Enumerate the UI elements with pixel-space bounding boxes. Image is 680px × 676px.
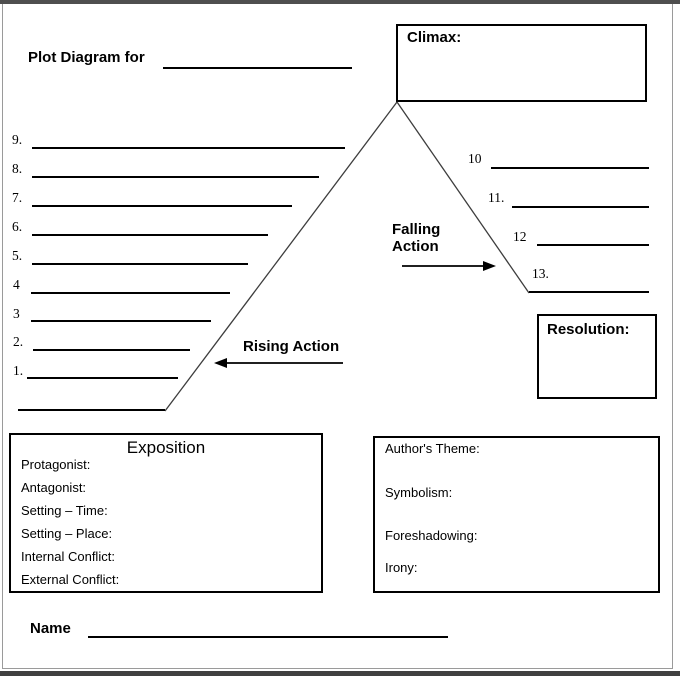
blank-line bbox=[32, 263, 248, 265]
bottom-bar bbox=[0, 671, 680, 676]
page-title: Plot Diagram for bbox=[28, 49, 145, 66]
exposition-item-setting-time: Setting – Time: bbox=[21, 503, 108, 518]
blank-line bbox=[32, 176, 319, 178]
step-number: 11. bbox=[488, 190, 505, 205]
falling-action-label: Falling Action bbox=[392, 221, 441, 255]
blank-line bbox=[529, 291, 649, 293]
title-blank-line bbox=[163, 50, 352, 69]
theme-item-foreshadowing: Foreshadowing: bbox=[385, 528, 478, 543]
exposition-item-internal-conflict: Internal Conflict: bbox=[21, 549, 115, 564]
theme-item-authors-theme: Author's Theme: bbox=[385, 441, 480, 456]
step-number: 6. bbox=[12, 219, 23, 234]
resolution-box: Resolution: bbox=[537, 314, 657, 399]
theme-item-irony: Irony: bbox=[385, 560, 418, 575]
blank-line bbox=[32, 147, 345, 149]
step-number: 8. bbox=[12, 161, 23, 176]
top-bar bbox=[0, 0, 680, 4]
blank-line bbox=[31, 292, 230, 294]
theme-box: Author's Theme: Symbolism: Foreshadowing… bbox=[373, 436, 660, 593]
theme-item-symbolism: Symbolism: bbox=[385, 485, 453, 500]
step-number: 1. bbox=[13, 363, 24, 378]
step-number: 2. bbox=[13, 334, 24, 349]
rising-action-label: Rising Action bbox=[243, 338, 340, 355]
step-number: 9. bbox=[12, 132, 23, 147]
exposition-item-external-conflict: External Conflict: bbox=[21, 572, 120, 587]
name-label: Name bbox=[30, 620, 71, 637]
exposition-title: Exposition bbox=[126, 438, 206, 457]
blank-line bbox=[31, 320, 211, 322]
blank-line bbox=[537, 244, 649, 246]
exposition-item-antagonist: Antagonist: bbox=[21, 480, 87, 495]
blank-line bbox=[27, 377, 178, 379]
step-number: 12 bbox=[513, 229, 527, 244]
exposition-box: Exposition Protagonist: Antagonist: Sett… bbox=[9, 433, 323, 593]
blank-line bbox=[512, 206, 649, 208]
step-number: 5. bbox=[12, 248, 23, 263]
step-number: 3 bbox=[13, 306, 20, 321]
exposition-item-protagonist: Protagonist: bbox=[21, 457, 91, 472]
blank-line bbox=[33, 349, 190, 351]
step-number: 7. bbox=[12, 190, 23, 205]
climax-box: Climax: bbox=[396, 24, 647, 102]
name-blank-line bbox=[88, 620, 448, 638]
resolution-label: Resolution: bbox=[547, 321, 630, 338]
baseline-blank-line bbox=[18, 409, 165, 411]
exposition-item-setting-place: Setting – Place: bbox=[21, 526, 113, 541]
step-number: 10 bbox=[468, 151, 482, 166]
blank-line bbox=[32, 205, 292, 207]
blank-line bbox=[491, 167, 649, 169]
climax-label: Climax: bbox=[407, 29, 462, 46]
step-number: 4 bbox=[13, 277, 20, 292]
step-number: 13. bbox=[532, 266, 549, 281]
blank-line bbox=[32, 234, 268, 236]
